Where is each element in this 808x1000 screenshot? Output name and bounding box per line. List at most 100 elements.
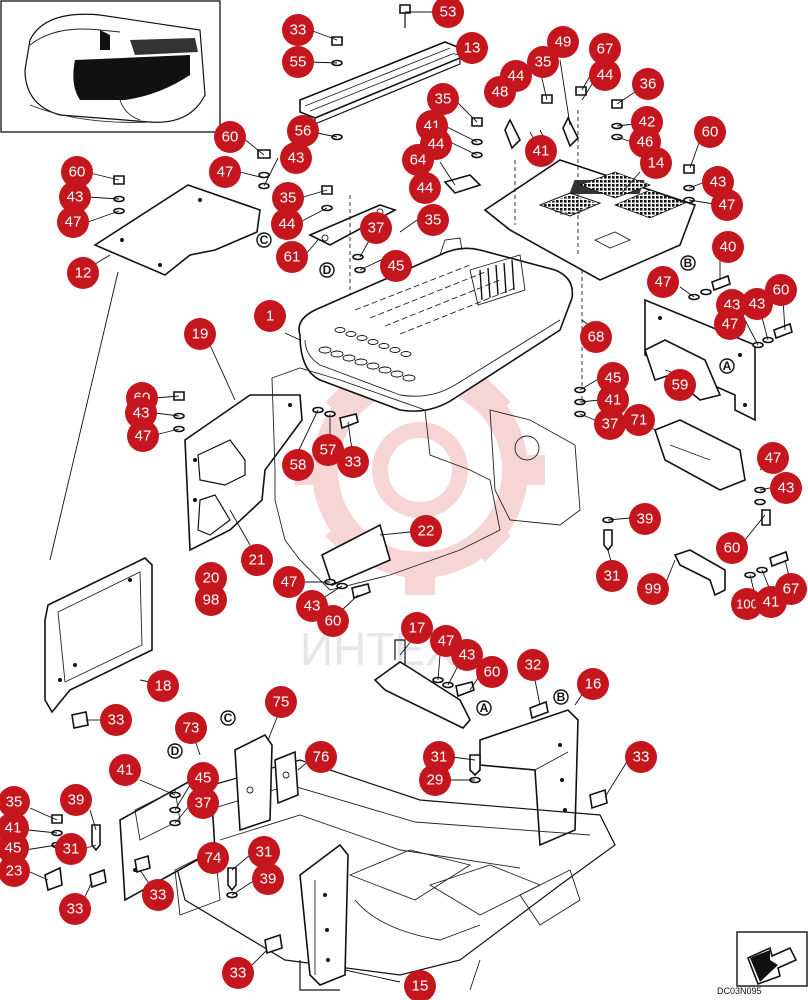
callout-c31: 36 xyxy=(632,68,664,100)
svg-text:41: 41 xyxy=(117,762,134,779)
svg-text:47: 47 xyxy=(135,428,152,445)
callout-c95: 31 xyxy=(55,833,87,865)
callout-c30: 44 xyxy=(589,59,621,91)
callout-c27: 48 xyxy=(484,76,516,108)
callout-c45: 68 xyxy=(580,321,612,353)
svg-text:43: 43 xyxy=(288,150,305,167)
svg-text:16: 16 xyxy=(585,676,602,693)
drawing-code: DC03N095 xyxy=(717,986,762,996)
part-76-plate xyxy=(274,750,299,805)
svg-text:23: 23 xyxy=(6,863,23,880)
svg-text:67: 67 xyxy=(783,581,800,598)
callout-c81: 33 xyxy=(100,704,132,736)
callout-c78: 32 xyxy=(517,649,549,681)
svg-text:76: 76 xyxy=(313,749,330,766)
callout-c46: 19 xyxy=(184,318,216,350)
svg-text:60: 60 xyxy=(69,164,86,181)
callout-c61: 22 xyxy=(410,515,442,547)
svg-text:48: 48 xyxy=(492,84,509,101)
callout-c34: 60 xyxy=(694,116,726,148)
callout-c64: 31 xyxy=(596,560,628,592)
callout-c1: 53 xyxy=(432,0,464,28)
svg-text:13: 13 xyxy=(464,40,481,57)
vent-grid-1 xyxy=(538,192,602,217)
callout-c66: 98 xyxy=(195,584,227,616)
callout-c53: 43 xyxy=(125,397,157,429)
svg-text:55: 55 xyxy=(290,54,307,71)
callout-c12: 60 xyxy=(61,156,93,188)
svg-text:32: 32 xyxy=(525,657,542,674)
svg-text:47: 47 xyxy=(719,197,736,214)
callout-c49: 41 xyxy=(597,384,629,416)
callout-c3: 55 xyxy=(282,46,314,78)
center-partition-outline xyxy=(271,367,581,591)
svg-text:D: D xyxy=(323,263,332,277)
part-1-hood xyxy=(298,237,574,412)
svg-text:98: 98 xyxy=(203,592,220,609)
svg-text:19: 19 xyxy=(192,326,209,343)
callout-c69: 60 xyxy=(317,605,349,637)
callout-c100: 39 xyxy=(252,863,284,895)
svg-text:35: 35 xyxy=(535,54,552,71)
svg-text:47: 47 xyxy=(438,633,455,650)
callout-c77: 60 xyxy=(476,656,508,688)
svg-text:47: 47 xyxy=(65,214,82,231)
svg-text:44: 44 xyxy=(508,68,525,85)
callout-c54: 47 xyxy=(127,420,159,452)
part-14-plate xyxy=(483,110,697,400)
callout-c63: 60 xyxy=(716,532,748,564)
svg-text:44: 44 xyxy=(597,67,614,84)
front-direction-arrow-icon xyxy=(736,931,808,987)
location-letter-l7: C xyxy=(220,710,236,726)
svg-text:75: 75 xyxy=(273,694,290,711)
svg-text:43: 43 xyxy=(133,405,150,422)
callout-c42: 60 xyxy=(765,274,797,306)
svg-text:1: 1 xyxy=(266,308,274,325)
callout-c82: 73 xyxy=(175,712,207,744)
svg-text:41: 41 xyxy=(533,143,550,160)
svg-text:37: 37 xyxy=(368,220,385,237)
callout-c37: 47 xyxy=(711,189,743,221)
callout-c59: 43 xyxy=(770,472,802,504)
svg-text:41: 41 xyxy=(763,594,780,611)
callout-c38: 40 xyxy=(712,231,744,263)
svg-text:53: 53 xyxy=(440,4,457,21)
svg-text:39: 39 xyxy=(68,792,85,809)
svg-text:100: 100 xyxy=(736,597,758,612)
callout-c87: 33 xyxy=(625,741,657,773)
callout-c86: 29 xyxy=(419,764,451,796)
svg-text:43: 43 xyxy=(304,598,321,615)
callout-c21: 35 xyxy=(417,204,449,236)
svg-text:74: 74 xyxy=(205,850,222,867)
svg-text:D: D xyxy=(171,744,180,758)
svg-text:45: 45 xyxy=(195,770,212,787)
svg-text:17: 17 xyxy=(409,620,426,637)
svg-text:68: 68 xyxy=(588,329,605,346)
location-letter-l1: C xyxy=(256,232,272,248)
svg-text:47: 47 xyxy=(765,450,782,467)
callout-c96: 23 xyxy=(0,855,30,887)
location-letter-l3: B xyxy=(680,255,696,271)
svg-text:47: 47 xyxy=(217,164,234,181)
leader-lines xyxy=(24,11,791,983)
part-17-bar xyxy=(373,639,471,729)
svg-text:12: 12 xyxy=(75,265,92,282)
svg-text:49: 49 xyxy=(555,34,572,51)
callout-c76: 43 xyxy=(451,639,483,671)
svg-text:39: 39 xyxy=(637,511,654,528)
svg-text:33: 33 xyxy=(290,22,307,39)
callout-c28: 41 xyxy=(525,135,557,167)
svg-text:40: 40 xyxy=(720,239,737,256)
callout-c89: 45 xyxy=(187,762,219,794)
callout-c13: 43 xyxy=(59,181,91,213)
callout-c35: 14 xyxy=(640,147,672,179)
svg-text:35: 35 xyxy=(425,212,442,229)
callout-c2: 33 xyxy=(282,14,314,46)
callout-c7: 60 xyxy=(214,121,246,153)
location-letter-l2: D xyxy=(319,262,335,278)
svg-text:35: 35 xyxy=(280,190,297,207)
svg-text:33: 33 xyxy=(67,901,84,918)
svg-text:31: 31 xyxy=(431,749,448,766)
callout-c50: 37 xyxy=(594,408,626,440)
callout-c80: 18 xyxy=(147,670,179,702)
